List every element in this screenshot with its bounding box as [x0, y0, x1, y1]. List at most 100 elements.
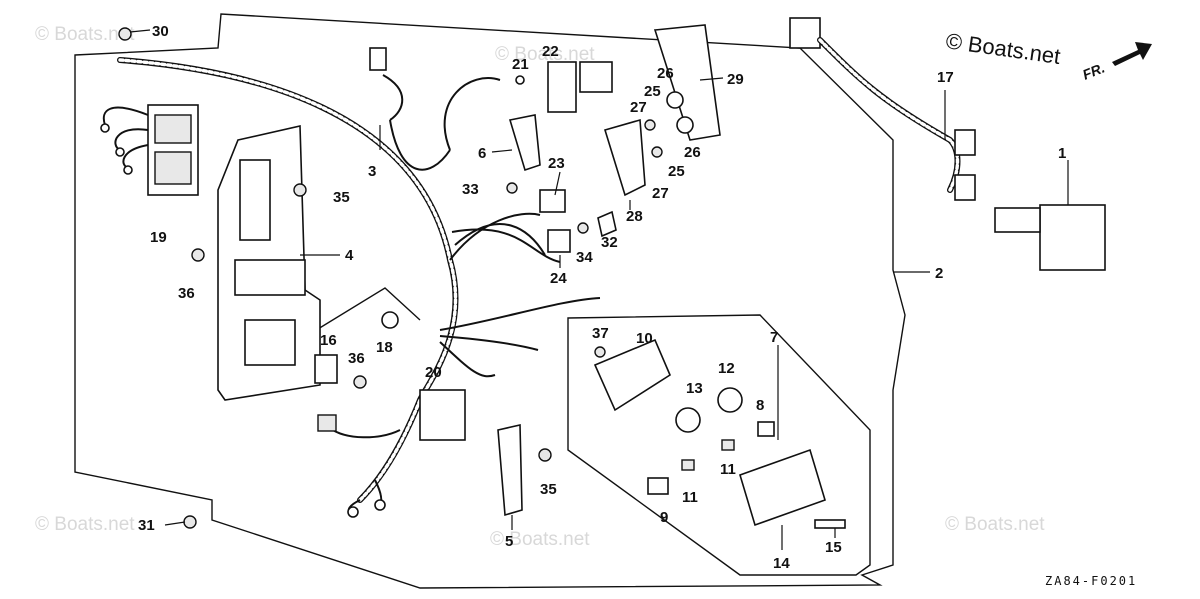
relay-16: [314, 354, 338, 384]
bracket-6: [508, 114, 541, 172]
connector-17-end: [789, 17, 821, 49]
lead-ring-c: [123, 165, 133, 175]
callout-6: 6: [478, 145, 486, 162]
callout-15: 15: [825, 539, 842, 556]
callout-27-b: 27: [652, 185, 669, 202]
callout-5: 5: [505, 533, 513, 550]
callout-32: 32: [601, 234, 618, 251]
watermark-top-center: © Boats.net: [495, 44, 595, 65]
front-arrow-icon: [1112, 42, 1152, 66]
sub-assembly-frame: [567, 314, 871, 576]
clamp-18: [381, 311, 399, 329]
callout-9: 9: [660, 509, 668, 526]
bolt-31: [183, 515, 197, 529]
callout-25-b: 25: [668, 163, 685, 180]
callout-20: 20: [425, 364, 442, 381]
callout-2: 2: [935, 265, 943, 282]
switch-23: [539, 189, 566, 213]
grommet-25-a: [666, 91, 684, 109]
switch-24: [547, 229, 571, 253]
panel-14: [739, 448, 826, 527]
leader-23: [554, 171, 561, 196]
clip-32: [597, 210, 617, 238]
receptacle-lead-c: [122, 144, 149, 169]
part-21: [515, 75, 525, 85]
knob-12: [717, 387, 743, 413]
diagram-code: ZA84-F0201: [1045, 574, 1137, 588]
unit-1: [1039, 204, 1106, 271]
harness-branch-b: [454, 223, 546, 256]
callout-16: 16: [320, 332, 337, 349]
nut-11-a: [721, 439, 735, 451]
callout-26-b: 26: [684, 144, 701, 161]
screw-34: [577, 222, 589, 234]
callout-33: 33: [462, 181, 479, 198]
callout-13: 13: [686, 380, 703, 397]
watermark-bottom-right: © Boats.net: [945, 514, 1045, 535]
bolt-30: [118, 27, 132, 41]
leader-31: [164, 521, 186, 526]
inner-frame-line: [299, 287, 421, 341]
callout-11-a: 11: [720, 461, 736, 478]
front-indicator-label: FR.: [1080, 59, 1107, 82]
callout-8: 8: [756, 397, 764, 414]
callout-27-a: 27: [630, 99, 647, 116]
callout-37: 37: [592, 325, 609, 342]
receptacle-lead-a: [102, 106, 149, 126]
screw-37: [594, 346, 606, 358]
screw-33: [506, 182, 518, 194]
receptacle-socket-b: [154, 151, 192, 185]
screw-36-b: [353, 375, 367, 389]
panel-plate-cutout: [244, 319, 296, 366]
callout-36-a: 36: [178, 285, 195, 302]
connector-17-a: [954, 129, 976, 156]
callout-26-a: 26: [657, 65, 674, 82]
panel-plate-slot: [234, 259, 306, 296]
harness-branch-h: [382, 74, 404, 121]
module-20: [419, 389, 466, 441]
leader-30: [129, 29, 151, 33]
ring-terminal-a: [347, 506, 359, 518]
callout-34: 34: [576, 249, 593, 266]
harness-branch-e: [439, 335, 539, 351]
harness-branch-f: [439, 341, 496, 378]
nut-11-b: [681, 459, 695, 471]
grommet-26-b: [676, 116, 694, 134]
bracket-10: [593, 338, 672, 412]
watermark-bottom-center: © Boats.net: [490, 529, 590, 550]
leader-6: [491, 149, 513, 153]
assembly-frame: [74, 13, 906, 589]
spring-27-b: [651, 146, 663, 158]
part-22-cover: [579, 61, 613, 93]
unit-1-plug: [994, 207, 1041, 233]
callout-23: 23: [548, 155, 565, 172]
connector-17-b: [954, 174, 976, 201]
callout-7: 7: [770, 329, 778, 346]
ring-terminal-b: [374, 499, 386, 511]
bolt-35-a: [293, 183, 307, 197]
callout-35-a: 35: [333, 189, 350, 206]
callout-4: 4: [345, 247, 354, 264]
harness-branch-d: [439, 297, 601, 331]
panel-plate-window: [239, 159, 271, 241]
callout-19: 19: [150, 229, 167, 246]
watermark-top-left: © Boats.net: [35, 24, 135, 45]
lead-ring-a: [100, 123, 110, 133]
callout-31: 31: [138, 517, 155, 534]
harness-branch-c: [451, 228, 561, 263]
harness-branch-i: [443, 77, 501, 151]
callout-24: 24: [550, 270, 567, 287]
bracket-5: [497, 424, 523, 517]
knob-13: [675, 407, 701, 433]
screw-36-a: [191, 248, 205, 262]
callout-28: 28: [626, 208, 643, 225]
harness-17-stripe: [818, 38, 960, 192]
receptacle-socket-a: [154, 114, 192, 144]
callout-1: 1: [1058, 145, 1066, 162]
callout-17: 17: [937, 69, 954, 86]
connector-plug: [317, 414, 337, 432]
bolt-35-b: [538, 448, 552, 462]
callout-25-a: 25: [644, 83, 661, 100]
